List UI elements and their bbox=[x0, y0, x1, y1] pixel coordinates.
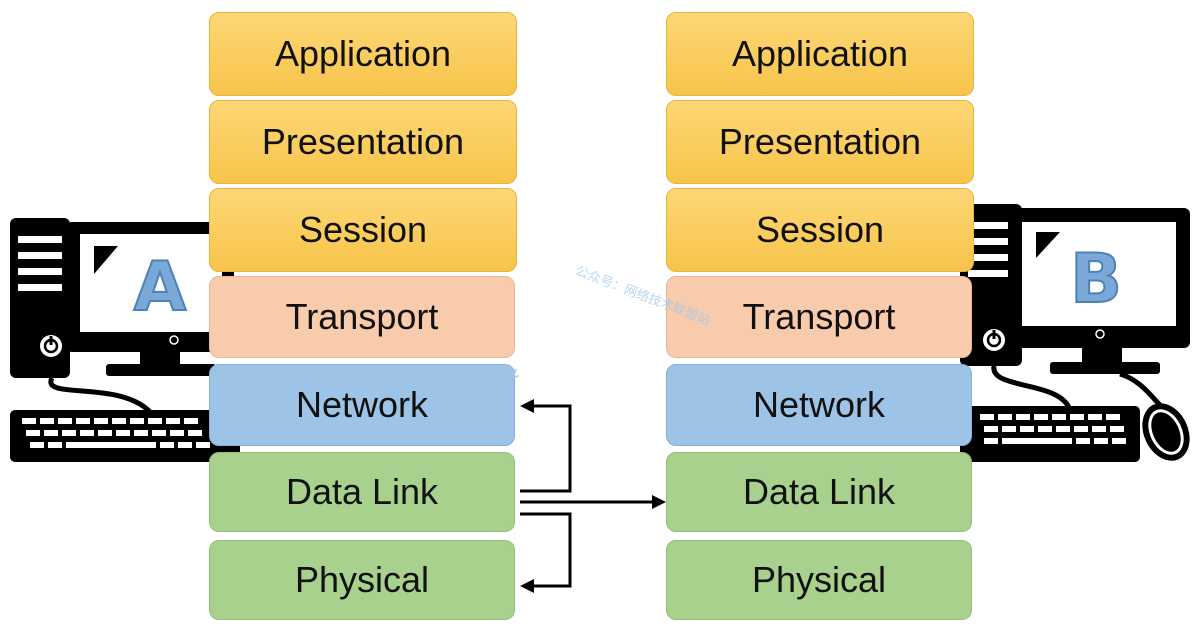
stack-a-physical-label: Physical bbox=[294, 559, 430, 600]
stack-a-transport-label: Transport bbox=[285, 296, 439, 337]
stack-b-data-link-layer: Data Link bbox=[666, 452, 972, 532]
stack-b-data-link-label: Data Link bbox=[742, 471, 896, 512]
stack-b-transport-layer: Transport bbox=[666, 276, 972, 358]
stack-a-physical-layer: Physical bbox=[209, 540, 515, 620]
stack-b-transport-label: Transport bbox=[742, 296, 896, 337]
arrowhead-physical bbox=[520, 579, 534, 593]
stack-a-session-layer: Session bbox=[209, 188, 517, 272]
stack-a-transport-layer: Transport bbox=[209, 276, 515, 358]
stack-a-application-label: Application bbox=[274, 33, 452, 74]
stack-a-data-link-label: Data Link bbox=[285, 471, 439, 512]
stack-a-network-layer: Network bbox=[209, 364, 515, 446]
stack-b-network-layer: Network bbox=[666, 364, 972, 446]
stack-a-presentation-label: Presentation bbox=[261, 121, 465, 162]
arrowhead-network bbox=[520, 399, 534, 413]
stack-b-presentation-layer: Presentation bbox=[666, 100, 974, 184]
host-a-label: A bbox=[134, 248, 187, 327]
arrow-up-to-network bbox=[520, 404, 572, 493]
stack-b-application-label: Application bbox=[731, 33, 909, 74]
stack-b-network-label: Network bbox=[752, 384, 886, 425]
stack-b-physical-layer: Physical bbox=[666, 540, 972, 620]
stack-a-presentation-layer: Presentation bbox=[209, 100, 517, 184]
host-b-label: B bbox=[1070, 240, 1122, 319]
stack-b-application-layer: Application bbox=[666, 12, 974, 96]
stack-a-session-label: Session bbox=[298, 209, 428, 250]
arrow-down-to-physical bbox=[520, 512, 572, 588]
stack-b-session-layer: Session bbox=[666, 188, 974, 272]
stack-b-session-label: Session bbox=[755, 209, 885, 250]
stack-b-physical-label: Physical bbox=[751, 559, 887, 600]
stack-a-network-label: Network bbox=[295, 384, 429, 425]
arrowhead-host-b bbox=[652, 495, 666, 509]
stack-b-presentation-label: Presentation bbox=[718, 121, 922, 162]
stack-a-application-layer: Application bbox=[209, 12, 517, 96]
stack-a-data-link-layer: Data Link bbox=[209, 452, 515, 532]
